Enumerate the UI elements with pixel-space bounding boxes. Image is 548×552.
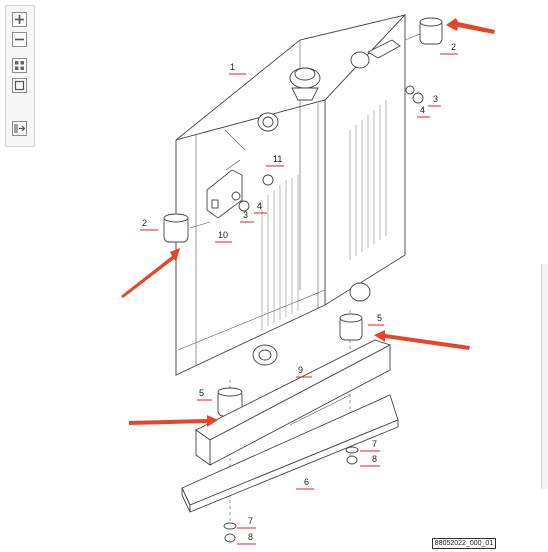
mount-2-top: [404, 17, 443, 45]
callout-2-top: 2: [451, 42, 456, 52]
callout-4-left: 4: [257, 201, 262, 211]
callout-4-top: 4: [420, 105, 425, 115]
callout-6: 6: [304, 477, 309, 487]
callout-3-left: 3: [243, 210, 248, 220]
callout-9: 9: [298, 365, 303, 375]
fasteners-3-4: [231, 85, 424, 212]
callout-5-left: 5: [199, 388, 204, 398]
fasteners-7-8: [223, 446, 359, 543]
callout-2-left: 2: [142, 218, 147, 228]
callout-3-top: 3: [433, 94, 438, 104]
export-icon: [14, 124, 26, 133]
scrollbar[interactable]: [541, 264, 548, 489]
minus-icon: [15, 38, 24, 41]
fit-all-button[interactable]: [12, 58, 27, 73]
drawing-id-label: 88052022_000_01: [432, 538, 496, 549]
arrow-top-right: [446, 18, 495, 34]
fit-window-button[interactable]: [12, 78, 27, 93]
zoom-out-button[interactable]: [12, 32, 27, 47]
export-button[interactable]: [12, 121, 27, 136]
square-icon: [14, 80, 25, 91]
base-plate-6: [181, 394, 399, 513]
callout-7-left: 7: [248, 516, 253, 526]
viewer-toolbar: [5, 5, 35, 147]
callout-8-left: 8: [248, 532, 253, 542]
callout-5-right: 5: [377, 313, 382, 323]
callout-labels: 1 2 2 3 3 4 4 5 5 6 7 7 8 8 9 10 11: [140, 42, 458, 545]
callout-1: 1: [230, 62, 235, 72]
zoom-in-button[interactable]: [12, 12, 27, 27]
callout-8-right: 8: [372, 454, 377, 464]
arrow-right: [374, 330, 470, 350]
callout-10: 10: [218, 230, 228, 240]
radiator-fins: [261, 100, 387, 330]
callout-7-right: 7: [372, 439, 377, 449]
plus-icon: [15, 15, 24, 24]
callout-11: 11: [273, 154, 282, 164]
red-arrows: [121, 18, 495, 427]
support-rail-9: [195, 339, 392, 466]
mount-2-left: [163, 213, 211, 243]
fit-icon: [15, 61, 24, 70]
arrow-bottom-left: [129, 415, 218, 427]
radiator: [175, 13, 407, 376]
arrow-left: [121, 248, 180, 298]
